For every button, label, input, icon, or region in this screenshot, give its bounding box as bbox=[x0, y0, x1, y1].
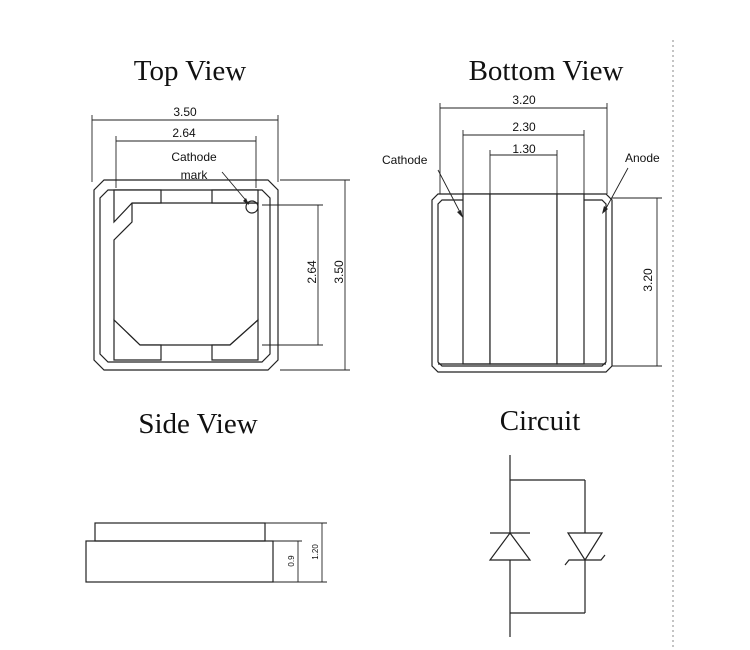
top-inner-width-label: 2.64 bbox=[172, 126, 196, 140]
top-pad-bl bbox=[113, 318, 162, 361]
top-inner-height-label: 2.64 bbox=[305, 260, 319, 284]
side-view-title: Side View bbox=[138, 408, 257, 440]
top-view-title: Top View bbox=[134, 55, 247, 87]
bottom-mid-width-label: 2.30 bbox=[512, 120, 536, 134]
bottom-pad-center bbox=[489, 193, 558, 365]
top-package-outline bbox=[93, 179, 279, 371]
bottom-cathode-label: Cathode bbox=[382, 153, 428, 167]
led-diode-symbol bbox=[488, 531, 532, 561]
bottom-inner-width-label: 1.30 bbox=[512, 142, 536, 156]
side-lens-layer bbox=[94, 522, 266, 542]
side-body bbox=[85, 540, 274, 583]
cathode-mark-circle bbox=[245, 200, 259, 214]
top-lens-octagon bbox=[113, 202, 259, 346]
side-body-height-label: 0.9 bbox=[287, 555, 296, 567]
bottom-pad-anode bbox=[556, 193, 585, 365]
side-total-height-label: 1.20 bbox=[311, 544, 320, 560]
top-outer-width-label: 3.50 bbox=[173, 105, 197, 119]
circuit-view: Circuit bbox=[488, 405, 606, 637]
bottom-view-title: Bottom View bbox=[469, 55, 624, 87]
cathode-mark-label-1: Cathode bbox=[171, 150, 217, 164]
top-pad-tl bbox=[113, 189, 162, 224]
top-package-inner-outline bbox=[99, 189, 271, 363]
side-view: Side View 0.9 1.20 bbox=[85, 408, 327, 583]
top-outer-height-label: 3.50 bbox=[332, 260, 346, 284]
bottom-package-outline bbox=[431, 193, 613, 373]
top-view: Top View 3.50 2.64 Cathode mark 2.64 bbox=[91, 55, 350, 371]
zener-diode-symbol bbox=[564, 532, 606, 566]
bottom-view: Bottom View 3.20 2.30 1.30 Cathode Anode bbox=[382, 55, 662, 373]
bottom-pad-cathode bbox=[462, 193, 491, 365]
bottom-anode-label: Anode bbox=[625, 151, 660, 165]
top-pad-br bbox=[211, 318, 259, 361]
bottom-outer-width-label: 3.20 bbox=[512, 93, 536, 107]
cathode-mark-label-2: mark bbox=[181, 168, 209, 182]
circuit-title: Circuit bbox=[500, 405, 581, 437]
bottom-height-label: 3.20 bbox=[641, 268, 655, 292]
bottom-package-inner-outline bbox=[437, 199, 607, 367]
